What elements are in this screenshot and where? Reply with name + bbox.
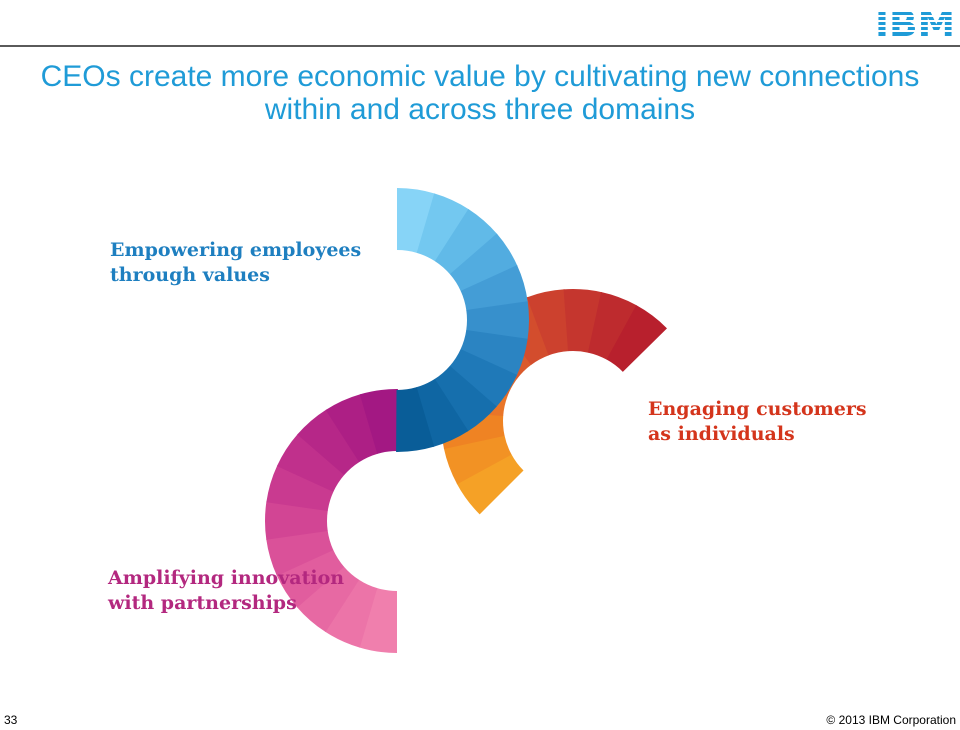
copyright-notice: © 2013 IBM Corporation	[826, 713, 956, 727]
label-engaging-customers: Engaging customers as individuals	[648, 397, 867, 447]
label-customers-line-2: as individuals	[648, 423, 795, 445]
employees-ring-segment	[397, 188, 436, 253]
employees-ring-segment	[466, 301, 530, 340]
employees-ring-segment	[449, 233, 518, 292]
customers-ring-segment	[526, 289, 569, 356]
innovation-ring-segment	[324, 579, 378, 648]
customers-ring-segment	[456, 454, 524, 515]
slide-title: CEOs create more economic value by culti…	[0, 60, 960, 126]
innovation-ring-segment	[296, 566, 360, 633]
employees-ring-segment	[434, 365, 497, 432]
label-customers-line-1: Engaging customers	[648, 398, 867, 420]
innovation-ring-segment	[266, 465, 334, 512]
employees-ring-segment	[396, 387, 435, 453]
ring-innovation	[264, 388, 398, 653]
employees-ring-segment	[434, 208, 498, 275]
customers-ring-segment	[443, 435, 512, 485]
title-line-2: within and across three domains	[264, 93, 696, 126]
label-employees-line-1: Empowering employees	[110, 239, 362, 261]
title-line-1: CEOs create more economic value by culti…	[40, 60, 920, 93]
label-innovation-line-1: Amplifying innovation	[108, 567, 345, 589]
label-innovation-line-2: with partnerships	[108, 592, 297, 614]
employees-ring-segment	[460, 265, 528, 311]
header-divider	[0, 45, 960, 47]
employees-ring-segment	[460, 329, 528, 376]
employees-ring-segment	[416, 378, 469, 447]
innovation-ring-segment	[297, 409, 360, 476]
innovation-ring-segment	[276, 549, 345, 608]
employees-ring-segment	[416, 193, 470, 262]
label-amplifying-innovation: Amplifying innovation with partnerships	[108, 566, 344, 616]
innovation-ring-segment	[359, 388, 398, 454]
ibm-logo: IBM	[874, 5, 956, 39]
label-empowering-employees: Empowering employees through values	[110, 238, 361, 288]
innovation-ring-segment	[325, 394, 378, 463]
customers-ring-segment	[606, 305, 667, 372]
ring-employees	[396, 188, 530, 453]
employees-ring-segment	[449, 349, 518, 408]
customers-ring-segment	[587, 292, 638, 360]
innovation-ring-segment	[276, 433, 345, 492]
innovation-ring-segment	[266, 530, 334, 576]
innovation-ring-segment	[358, 588, 397, 653]
page-number: 33	[4, 713, 18, 727]
label-employees-line-2: through values	[110, 264, 270, 286]
innovation-ring-segment	[264, 501, 328, 540]
customers-ring-segment	[563, 289, 602, 353]
